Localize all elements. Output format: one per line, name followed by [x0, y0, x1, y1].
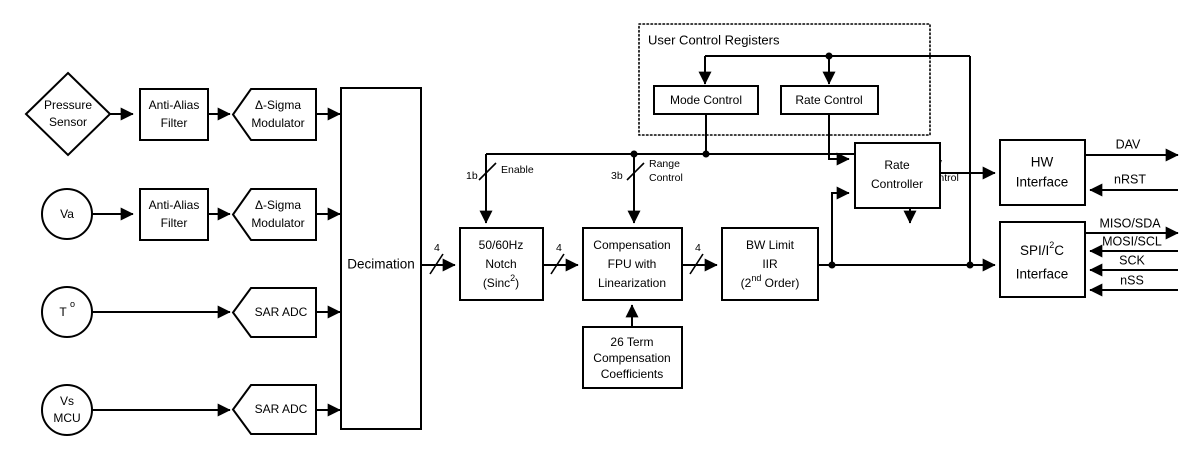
- anti-alias-filter-2: Anti-Alias Filter: [139, 188, 209, 241]
- hw-interface-block: HW Interface: [999, 139, 1086, 206]
- sar-adc-1: SAR ADC: [231, 287, 317, 338]
- spi-i2c-interface-label-line2: Interface: [1016, 267, 1069, 282]
- compensation-fpu-label-line3: Linearization: [598, 276, 666, 290]
- delta-sigma-modulator-2-label-line2: Modulator: [251, 216, 304, 230]
- bus-width-range: 3b: [611, 170, 623, 182]
- bus-slash-notch-out: [550, 253, 565, 275]
- va-source-node: Va: [41, 188, 93, 240]
- signal-label-miso-sda: MISO/SDA: [1099, 216, 1161, 230]
- pressure-sensor-label-line1: Pressure: [44, 98, 92, 112]
- rate-control-block: Rate Control: [780, 85, 879, 115]
- bus-width-enable: 1b: [466, 170, 478, 182]
- delta-sigma-modulator-1-label-line2: Modulator: [251, 116, 304, 130]
- temperature-source-degree: o: [70, 299, 75, 309]
- compensation-fpu-label-line1: Compensation: [593, 238, 670, 252]
- decimation-block: Decimation: [340, 87, 422, 430]
- va-source-label: Va: [60, 207, 74, 221]
- sar-adc-1-label: SAR ADC: [255, 305, 308, 319]
- delta-sigma-modulator-1: Δ-Sigma Modulator: [231, 88, 317, 141]
- rate-controller-block: Rate Controller: [854, 142, 941, 209]
- delta-sigma-modulator-1-label-line1: Δ-Sigma: [255, 98, 301, 112]
- bus-slash-fpu-out: [689, 253, 704, 275]
- signal-label-dav: DAV: [1116, 137, 1141, 151]
- compensation-coefficients-label-line3: Coefficients: [601, 367, 663, 381]
- hw-interface-label-line2: Interface: [1016, 175, 1069, 190]
- bus-name-enable: Enable: [501, 164, 534, 176]
- hw-interface-label-line1: HW: [1031, 155, 1054, 170]
- temperature-source-label: T: [59, 305, 67, 319]
- bw-limit-iir-block: BW Limit IIR (2nd Order): [721, 227, 819, 301]
- vs-mcu-source-node: Vs MCU: [41, 384, 93, 436]
- wire-bwlimit-to-rate-controller: [831, 186, 850, 265]
- anti-alias-filter-2-label-line2: Filter: [161, 216, 188, 230]
- notch-filter-label-line2: Notch: [485, 257, 516, 271]
- sar-adc-2: SAR ADC: [231, 384, 317, 435]
- junction-dot-register-bus: [825, 52, 833, 60]
- bw-limit-iir-label-line1: BW Limit: [746, 238, 795, 252]
- compensation-coefficients-label-line2: Compensation: [593, 351, 670, 365]
- bus-name-range-line2: Control: [649, 172, 683, 184]
- decimation-label: Decimation: [347, 257, 415, 272]
- anti-alias-filter-1-label-line2: Filter: [161, 116, 188, 130]
- compensation-coefficients-block: 26 Term Compensation Coefficients: [582, 326, 683, 389]
- spi-i2c-interface-block: SPI/I2C Interface: [999, 221, 1086, 298]
- signal-label-nrst: nRST: [1114, 172, 1146, 186]
- wire-rate-control-to-rate-controller: [828, 114, 850, 166]
- junction-dot-mode-trunk: [702, 150, 710, 158]
- spi-i2c-interface-label-line1: SPI/I2C: [1020, 240, 1064, 257]
- sar-adc-2-label: SAR ADC: [255, 402, 308, 416]
- mode-control-block: Mode Control: [653, 85, 759, 115]
- bw-limit-iir-label-line2: IIR: [762, 257, 778, 271]
- bus-slash-range: [626, 162, 645, 181]
- signal-label-sck: SCK: [1119, 253, 1145, 267]
- user-control-registers-group: [638, 23, 931, 136]
- notch-filter-label-line1: 50/60Hz: [479, 238, 524, 252]
- delta-sigma-modulator-2-label-line1: Δ-Sigma: [255, 198, 301, 212]
- bw-limit-iir-label-line3: (2nd Order): [741, 273, 800, 290]
- bus-width-fpu-out: 4: [695, 242, 701, 254]
- bus-slash-decimation-out: [429, 253, 444, 275]
- mode-control-label: Mode Control: [670, 93, 742, 107]
- bus-width-decimation-out: 4: [434, 242, 440, 254]
- rate-control-label: Rate Control: [795, 93, 862, 107]
- compensation-coefficients-label-line1: 26 Term: [610, 335, 653, 349]
- vs-mcu-source-label-line2: MCU: [53, 411, 80, 425]
- compensation-fpu-block: Compensation FPU with Linearization: [582, 227, 683, 301]
- pressure-sensor-label-line2: Sensor: [49, 115, 87, 129]
- rate-controller-label-line1: Rate: [884, 158, 910, 172]
- delta-sigma-modulator-2: Δ-Sigma Modulator: [231, 188, 317, 241]
- vs-mcu-source-label-line1: Vs: [60, 394, 74, 408]
- bus-name-range-line1: Range: [649, 158, 680, 170]
- anti-alias-filter-1-label-line1: Anti-Alias: [149, 98, 200, 112]
- pressure-sensor-node: Pressure Sensor: [24, 71, 112, 157]
- user-control-registers-label: User Control Registers: [648, 32, 780, 47]
- temperature-source-node: T o: [41, 286, 93, 338]
- notch-filter-block: 50/60Hz Notch (Sinc2): [459, 227, 544, 301]
- anti-alias-filter-1: Anti-Alias Filter: [139, 88, 209, 141]
- signal-label-mosi-scl: MOSI/SCL: [1102, 234, 1162, 248]
- bus-slash-enable: [478, 162, 497, 181]
- compensation-fpu-label-line2: FPU with: [608, 257, 657, 271]
- anti-alias-filter-2-label-line1: Anti-Alias: [149, 198, 200, 212]
- notch-filter-label-line3: (Sinc2): [483, 273, 519, 290]
- bus-width-notch-out: 4: [556, 242, 562, 254]
- rate-controller-label-line2: Controller: [871, 177, 923, 191]
- signal-label-nss: nSS: [1120, 273, 1144, 287]
